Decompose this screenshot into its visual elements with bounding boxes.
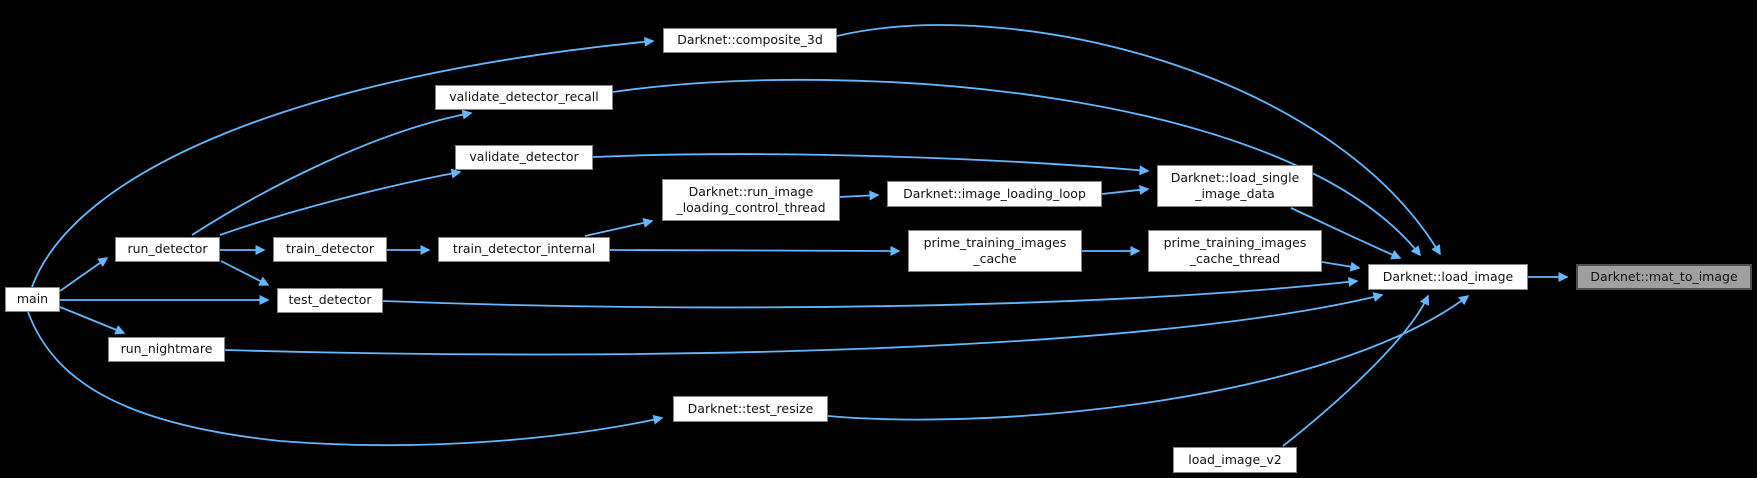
node-load-image[interactable]: Darknet::load_image bbox=[1368, 264, 1528, 290]
edge-load-single-image-data-to-load-image bbox=[1290, 207, 1402, 260]
node-composite-3d-label: Darknet::composite_3d bbox=[677, 32, 823, 48]
node-main-label: main bbox=[16, 291, 49, 307]
edge-load-image-v2-to-load-image bbox=[1282, 294, 1430, 447]
node-composite-3d[interactable]: Darknet::composite_3d bbox=[663, 28, 837, 53]
edge-test-resize-to-load-image bbox=[827, 295, 1470, 421]
edge-validate-detector-to-load-single-image-data bbox=[592, 153, 1150, 176]
node-run-image-loading-control-thread-label: Darknet::run_image _loading_control_thre… bbox=[676, 183, 826, 215]
node-validate-detector-recall[interactable]: validate_detector_recall bbox=[435, 85, 613, 110]
edge-train-detector-internal-to-run-image-loading-control-thread bbox=[584, 217, 654, 237]
node-validate-detector[interactable]: validate_detector bbox=[455, 145, 593, 170]
node-validate-detector-recall-label: validate_detector_recall bbox=[449, 89, 599, 105]
edge-run-nightmare-to-load-image bbox=[224, 292, 1384, 356]
node-run-nightmare-label: run_nightmare bbox=[120, 341, 213, 357]
node-load-single-image-data-label: Darknet::load_single _image_data bbox=[1170, 169, 1300, 201]
node-test-detector[interactable]: test_detector bbox=[277, 288, 383, 313]
node-test-detector-label: test_detector bbox=[288, 292, 372, 308]
node-validate-detector-label: validate_detector bbox=[469, 149, 579, 165]
node-load-image-label: Darknet::load_image bbox=[1382, 268, 1514, 284]
node-train-detector-internal[interactable]: train_detector_internal bbox=[438, 237, 610, 262]
node-main[interactable]: main bbox=[5, 287, 60, 312]
node-run-image-loading-control-thread[interactable]: Darknet::run_image _loading_control_thre… bbox=[662, 179, 840, 221]
edge-train-detector-internal-to-prime-training-images-cache bbox=[609, 245, 901, 256]
edge-run-detector-to-validate-detector-recall bbox=[191, 109, 473, 236]
node-train-detector-internal-label: train_detector_internal bbox=[452, 241, 596, 257]
edge-main-to-composite-3d bbox=[31, 36, 655, 288]
node-run-detector-label: run_detector bbox=[127, 241, 208, 257]
edge-run-image-loading-control-thread-to-image-loading-loop bbox=[839, 190, 880, 201]
edge-main-to-run-detector bbox=[59, 257, 109, 292]
edge-run-detector-to-test-detector bbox=[220, 260, 270, 286]
node-prime-training-images-cache-thread-label: prime_training_images _cache_thread bbox=[1163, 234, 1307, 266]
edge-run-detector-to-validate-detector bbox=[219, 168, 462, 236]
node-train-detector[interactable]: train_detector bbox=[273, 237, 387, 262]
node-prime-training-images-cache-thread[interactable]: prime_training_images _cache_thread bbox=[1148, 230, 1322, 272]
node-prime-training-images-cache-label: prime_training_images _cache bbox=[923, 234, 1067, 266]
edge-test-detector-to-load-image bbox=[382, 276, 1359, 309]
edge-validate-detector-recall-to-load-image bbox=[612, 78, 1421, 257]
node-mat-to-image-label: Darknet::mat_to_image bbox=[1590, 268, 1738, 284]
node-image-loading-loop-label: Darknet::image_loading_loop bbox=[903, 185, 1086, 201]
edge-composite-3d-to-load-image bbox=[836, 24, 1441, 256]
node-test-resize-label: Darknet::test_resize bbox=[687, 400, 814, 416]
node-test-resize[interactable]: Darknet::test_resize bbox=[673, 396, 828, 422]
edge-image-loading-loop-to-load-single-image-data bbox=[1101, 184, 1150, 195]
node-run-nightmare[interactable]: run_nightmare bbox=[108, 337, 225, 362]
edge-main-to-run-nightmare bbox=[59, 306, 126, 335]
node-prime-training-images-cache[interactable]: prime_training_images _cache bbox=[908, 230, 1082, 272]
edge-main-to-test-resize bbox=[27, 311, 664, 447]
node-image-loading-loop[interactable]: Darknet::image_loading_loop bbox=[887, 181, 1102, 207]
node-load-image-v2-label: load_image_v2 bbox=[1188, 451, 1282, 467]
node-run-detector[interactable]: run_detector bbox=[115, 237, 220, 262]
node-mat-to-image: Darknet::mat_to_image bbox=[1576, 264, 1752, 290]
node-load-image-v2[interactable]: load_image_v2 bbox=[1173, 447, 1297, 473]
node-load-single-image-data[interactable]: Darknet::load_single _image_data bbox=[1157, 165, 1313, 207]
edge-prime-training-images-cache-thread-to-load-image bbox=[1321, 261, 1361, 272]
node-train-detector-label: train_detector bbox=[285, 241, 375, 257]
